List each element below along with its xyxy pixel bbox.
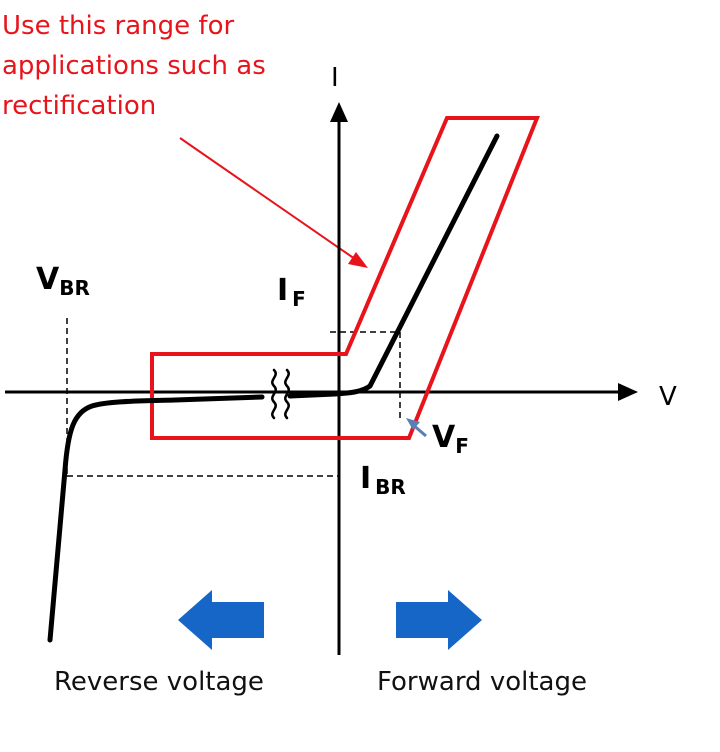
vf-label: VF <box>432 420 469 458</box>
annotation-line-2: applications such as <box>2 51 266 81</box>
axis-break-symbol <box>271 368 290 420</box>
reverse-voltage-label: Reverse voltage <box>54 667 264 697</box>
x-axis-arrowhead <box>618 383 638 401</box>
annotation-line-1: Use this range for <box>2 11 234 41</box>
rectification-range-outline <box>150 116 540 440</box>
x-axis-label: V <box>659 382 677 412</box>
y-axis-arrowhead <box>330 102 348 122</box>
forward-voltage-arrow <box>396 590 482 650</box>
annotation-pointer-arrowhead <box>348 252 368 268</box>
vf-pointer-arrowhead <box>406 418 420 430</box>
forward-voltage-label: Forward voltage <box>377 667 587 697</box>
annotation-line-3: rectification <box>2 91 156 121</box>
iv-characteristic-curve <box>47 133 500 643</box>
y-axis-label: I <box>331 63 339 93</box>
reverse-voltage-arrow <box>178 590 264 650</box>
annotation-pointer-line <box>179 137 356 260</box>
vbr-label: VBR <box>36 262 90 300</box>
